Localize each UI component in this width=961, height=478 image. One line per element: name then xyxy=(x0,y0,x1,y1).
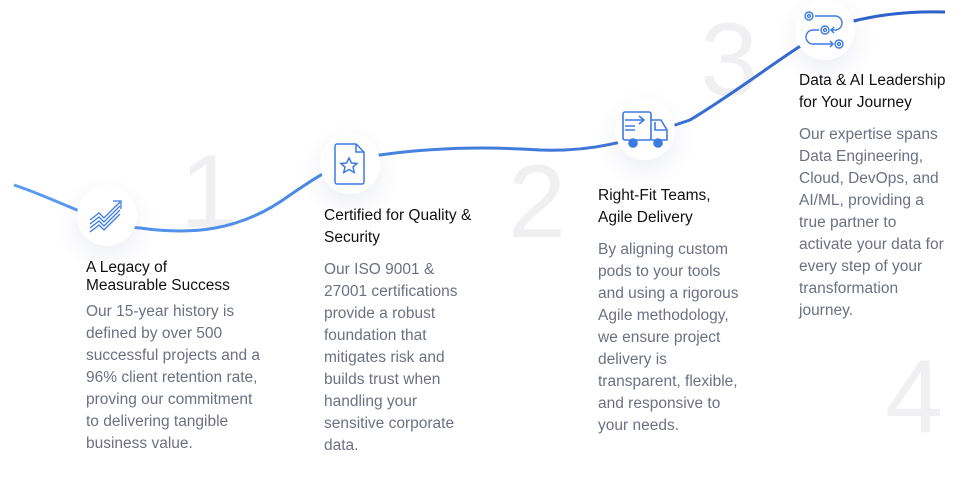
body-line: 27001 certifications xyxy=(324,283,458,300)
body-line: transformation xyxy=(799,280,899,297)
body-line: Our 15-year history is xyxy=(86,303,235,320)
body-line: proving our commitment xyxy=(86,391,253,408)
body-line: and using a rigorous xyxy=(598,285,739,302)
body-line: foundation that xyxy=(324,327,427,344)
body-line: and responsive to xyxy=(598,395,721,412)
body-line: 96% client retention rate, xyxy=(86,369,258,386)
body-line: business value. xyxy=(86,435,193,452)
step-3: Right-Fit Teams, Agile Delivery By aligni… xyxy=(598,185,788,437)
step-description: Our 15-year history is defined by over 50… xyxy=(86,301,286,455)
title-line: Right-Fit Teams, xyxy=(598,187,711,204)
step-number-2: 2 xyxy=(508,144,566,260)
body-line: Data Engineering, xyxy=(799,148,924,165)
step-2: Certified for Quality & Security Our ISO … xyxy=(324,205,504,457)
body-line: your needs. xyxy=(598,417,679,434)
body-line: Cloud, DevOps, and xyxy=(799,170,939,187)
body-line: Agile methodology, xyxy=(598,307,729,324)
title-line: A Legacy of xyxy=(86,259,168,276)
body-line: Our expertise spans xyxy=(799,126,938,143)
growth-chart-icon xyxy=(77,186,137,246)
body-line: every step of your xyxy=(799,258,923,275)
title-line: Measurable Success xyxy=(86,277,230,294)
step-title: Right-Fit Teams, Agile Delivery xyxy=(598,185,788,229)
delivery-truck-icon xyxy=(615,100,675,160)
step-number-4: 4 xyxy=(885,339,943,455)
body-line: provide a robust xyxy=(324,305,436,322)
step-4: Data & AI Leadership for Your Journey Our… xyxy=(799,70,961,322)
step-number-1: 1 xyxy=(180,134,238,250)
body-line: mitigates risk and xyxy=(324,349,445,366)
title-line: for Your Journey xyxy=(799,94,912,111)
body-line: to delivering tangible xyxy=(86,413,229,430)
body-line: builds trust when xyxy=(324,371,441,388)
body-line: data. xyxy=(324,437,359,454)
body-line: sensitive corporate xyxy=(324,415,455,432)
body-line: AI/ML, providing a xyxy=(799,192,924,209)
body-line: pods to your tools xyxy=(598,263,721,280)
title-line: Security xyxy=(324,229,380,246)
body-line: journey. xyxy=(799,302,853,319)
title-line: Agile Delivery xyxy=(598,209,693,226)
body-line: transparent, flexible, xyxy=(598,373,738,390)
step-title: Data & AI Leadership for Your Journey xyxy=(799,70,961,114)
title-line: Data & AI Leadership xyxy=(799,72,946,89)
body-line: successful projects and a xyxy=(86,347,261,364)
body-line: handling your xyxy=(324,393,418,410)
gears-workflow-icon xyxy=(795,0,855,60)
body-line: defined by over 500 xyxy=(86,325,223,342)
body-line: we ensure project xyxy=(598,329,721,346)
body-line: delivery is xyxy=(598,351,667,368)
body-line: activate your data for xyxy=(799,236,944,253)
body-line: By aligning custom xyxy=(598,241,729,258)
step-description: By aligning custom pods to your tools and … xyxy=(598,239,788,437)
title-line: Certified for Quality & xyxy=(324,207,472,224)
step-description: Our ISO 9001 & 27001 certifications provid… xyxy=(324,259,504,457)
body-line: true partner to xyxy=(799,214,897,231)
step-title: Certified for Quality & Security xyxy=(324,205,504,249)
certified-document-icon xyxy=(320,134,380,194)
body-line: Our ISO 9001 & xyxy=(324,261,435,278)
